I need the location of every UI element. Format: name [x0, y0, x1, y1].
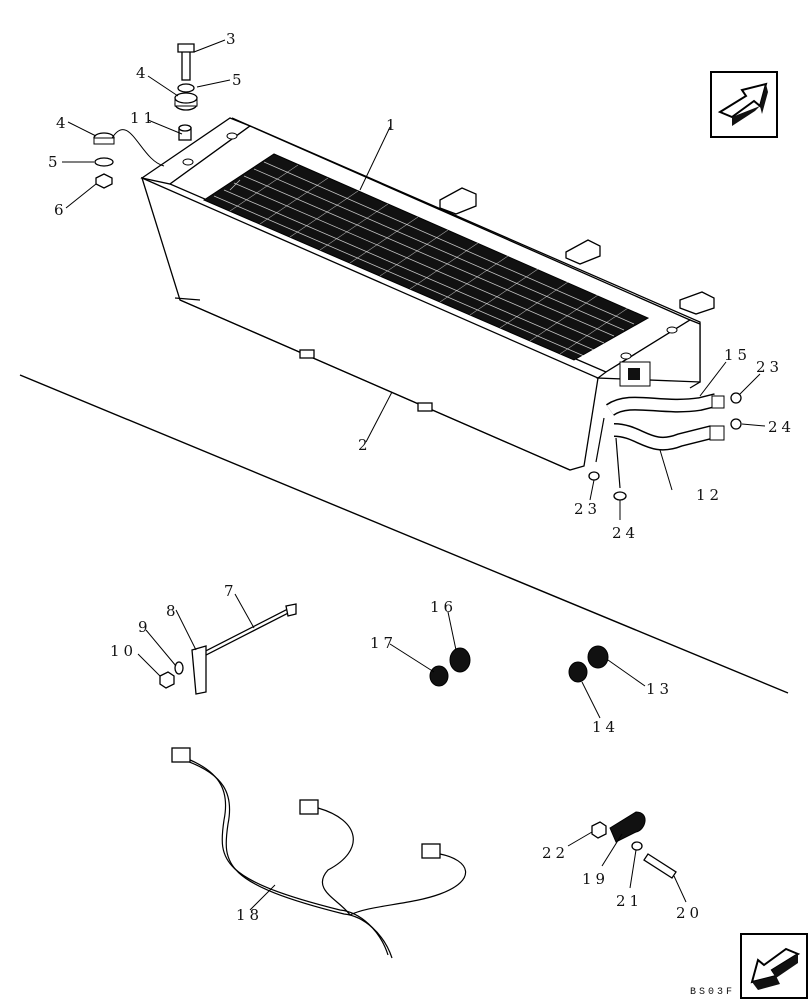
callout-11: 11: [130, 109, 157, 127]
callout-15: 15: [724, 346, 751, 364]
leader-lines: [62, 39, 766, 911]
callout-16: 16: [430, 598, 457, 616]
o-ring-23: [730, 392, 742, 404]
hose-assembly: [595, 393, 725, 489]
callout-4-left: 4: [56, 114, 70, 132]
callout-12: 12: [696, 486, 723, 504]
callout-13: 13: [646, 680, 673, 698]
callout-17: 17: [370, 634, 397, 652]
callout-21: 21: [616, 892, 643, 910]
callout-5-left: 5: [48, 153, 62, 171]
callout-7: 7: [224, 582, 238, 600]
callout-23-bottom: 23: [574, 500, 601, 518]
rod-assembly: [159, 603, 297, 695]
callout-3: 3: [226, 30, 240, 48]
callout-24-right: 24: [768, 418, 795, 436]
clip-hardware: [591, 811, 677, 879]
callout-19: 19: [582, 870, 609, 888]
callout-9: 9: [138, 618, 152, 636]
callout-23-right: 23: [756, 358, 783, 376]
arrow-down-left-icon[interactable]: [740, 933, 808, 999]
o-ring-24-b: [613, 491, 627, 501]
callout-4-top: 4: [136, 64, 150, 82]
callout-10: 10: [110, 642, 137, 660]
mounting-hardware: [93, 43, 198, 189]
grommets: [429, 645, 609, 687]
callout-5-top: 5: [232, 71, 246, 89]
callout-18: 18: [236, 906, 263, 924]
callout-14: 14: [592, 718, 619, 736]
arrow-up-right-icon[interactable]: [710, 71, 778, 138]
o-ring-24: [730, 418, 742, 430]
callout-22: 22: [542, 844, 569, 862]
callout-2: 2: [358, 436, 372, 454]
callout-24-bottom: 24: [612, 524, 639, 542]
separator-line: [19, 374, 789, 694]
callout-1: 1: [386, 116, 400, 134]
wiring-harness: [171, 747, 467, 959]
callout-6: 6: [54, 201, 68, 219]
drawing-code: BS03F: [690, 987, 735, 998]
cooler-housing: [140, 117, 715, 471]
callout-8: 8: [166, 602, 180, 620]
o-ring-23-b: [588, 471, 600, 481]
callout-20: 20: [676, 904, 703, 922]
